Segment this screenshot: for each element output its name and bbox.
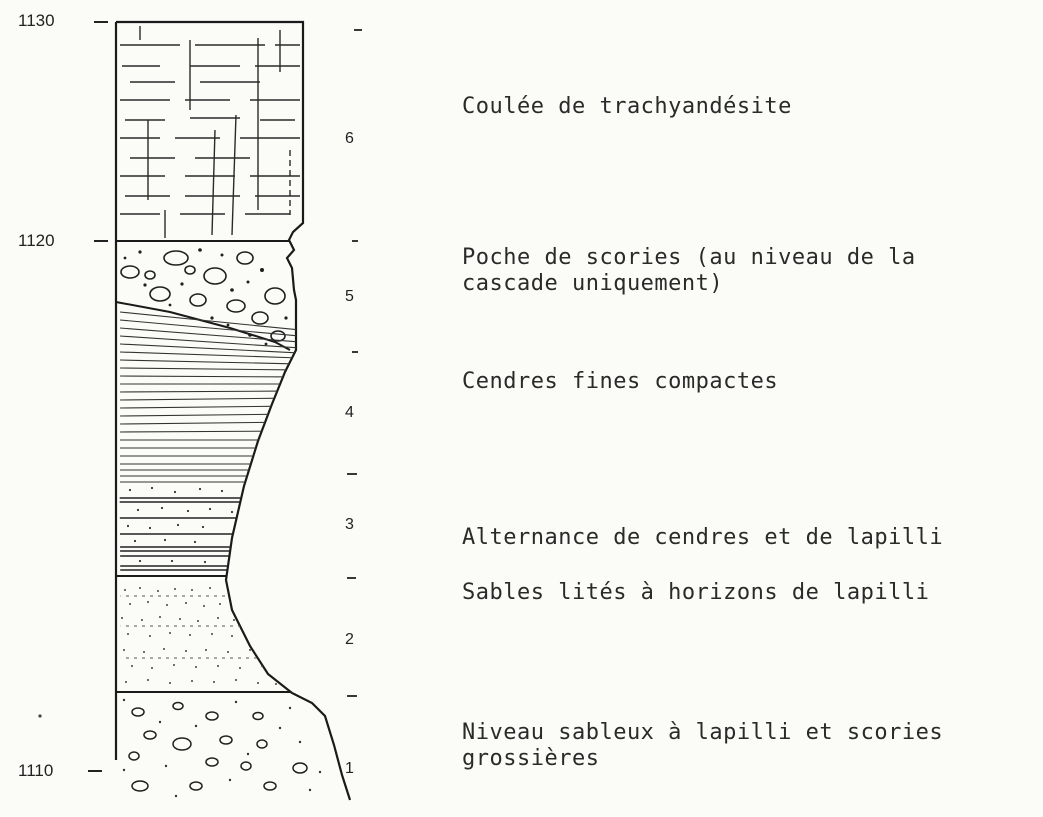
unit-5-description: Poche de scories (au niveau de la cascad…: [462, 245, 916, 296]
unit-1-lapilli-pattern: [128, 701, 308, 792]
altitude-label-1110: 1110: [18, 761, 54, 780]
stray-mark: [38, 714, 42, 718]
unit-number-2: 2: [345, 631, 354, 648]
unit-2-bedding: [118, 595, 258, 659]
unit-6-lava-pattern: [120, 26, 300, 238]
unit-number-3: 3: [345, 516, 354, 533]
unit-number-5: 5: [345, 288, 354, 305]
unit-5-dots: [123, 248, 288, 346]
altitude-label-1130: 1130: [18, 11, 55, 30]
unit-3-dots: [126, 486, 234, 564]
unit-1-description: Niveau sableux à lapilli et scories gros…: [462, 720, 944, 771]
altitude-label-1120: 1120: [18, 231, 55, 250]
layer-boundaries: [115, 240, 291, 693]
unit-6-description: Coulée de trachyandésite: [462, 94, 792, 119]
unit-5-scoria-pattern: [120, 250, 286, 342]
unit-3-alternance-pattern: [116, 497, 300, 571]
unit-4-ash-pattern: [119, 311, 301, 483]
unit-3-description: Alternance de cendres et de lapilli: [462, 525, 944, 550]
unit-2-sand-pattern: [121, 587, 277, 685]
unit-boundary-ticks: [347, 29, 362, 697]
unit-2-description: Sables lités à horizons de lapilli: [462, 580, 930, 605]
unit-number-6: 6: [345, 130, 354, 147]
unit-1-dots: [122, 698, 322, 798]
unit-number-4: 4: [345, 404, 354, 421]
unit-4-description: Cendres fines compactes: [462, 369, 779, 394]
altitude-ticks: [88, 21, 108, 772]
unit-number-1: 1: [345, 760, 354, 777]
